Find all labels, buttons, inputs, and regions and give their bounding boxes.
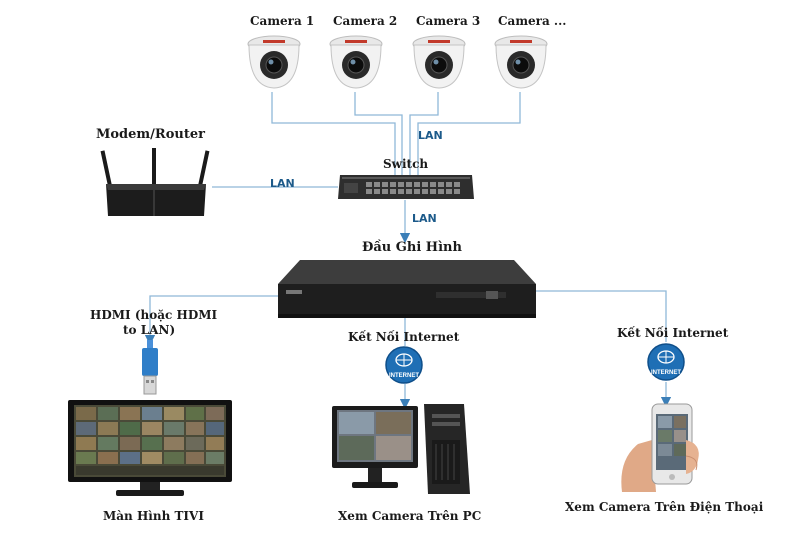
camera-more-label: Camera ... bbox=[498, 14, 567, 28]
hdmi-label-line1: HDMI (hoặc HDMI bbox=[90, 308, 218, 322]
camera-1-label: Camera 1 bbox=[250, 14, 315, 28]
lan-cameras-label: LAN bbox=[418, 129, 443, 142]
dome-camera-2-icon bbox=[329, 35, 383, 89]
camera-3-label: Camera 3 bbox=[416, 14, 481, 28]
modem-router-icon bbox=[100, 148, 210, 216]
lan-router-label: LAN bbox=[270, 177, 295, 190]
hdmi-connector-icon bbox=[142, 340, 158, 395]
phone-label: Xem Camera Trên Điện Thoại bbox=[565, 500, 764, 514]
tv-monitor-icon bbox=[68, 400, 232, 496]
globe-pc-text: INTERNET bbox=[389, 373, 419, 379]
dome-camera-4-icon bbox=[494, 35, 548, 89]
hdmi-label-line2: to LAN) bbox=[123, 323, 176, 337]
dome-camera-1-icon bbox=[247, 35, 301, 89]
internet-globe-pc-icon: INTERNET bbox=[383, 346, 425, 386]
tv-label: Màn Hình TIVI bbox=[103, 509, 204, 523]
camera-2-label: Camera 2 bbox=[333, 14, 398, 28]
smartphone-in-hand-icon bbox=[621, 403, 699, 492]
desktop-pc-icon bbox=[332, 404, 470, 494]
router-label: Modem/Router bbox=[96, 127, 205, 142]
internet-phone-label: Kết Nối Internet bbox=[617, 326, 729, 340]
recorder-label: Đầu Ghi Hình bbox=[362, 240, 462, 255]
internet-globe-phone-icon: INTERNET bbox=[645, 343, 687, 383]
pc-label: Xem Camera Trên PC bbox=[338, 509, 482, 523]
globe-phone-text: INTERNET bbox=[651, 370, 681, 376]
dvr-recorder-icon bbox=[278, 260, 536, 318]
internet-pc-label: Kết Nối Internet bbox=[348, 330, 460, 344]
switch-label: Switch bbox=[383, 157, 429, 171]
lan-recorder-label: LAN bbox=[412, 212, 437, 225]
network-switch-icon bbox=[338, 175, 474, 199]
dome-camera-3-icon bbox=[412, 35, 466, 89]
